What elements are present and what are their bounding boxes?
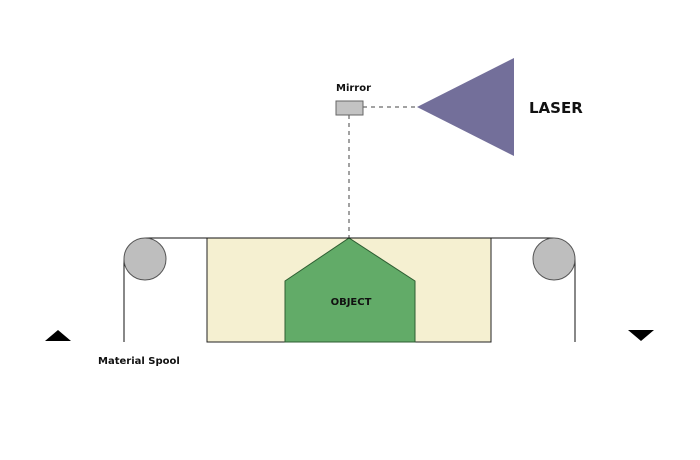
material-spool-label: Material Spool <box>98 356 180 367</box>
left-roller <box>123 237 167 281</box>
object-shape <box>284 237 416 343</box>
mirror-label: Mirror <box>336 83 371 94</box>
object-label: OBJECT <box>331 297 372 308</box>
laser-label: LASER <box>529 99 583 117</box>
mirror <box>335 100 364 116</box>
arrow-up-icon <box>45 330 71 341</box>
right-roller <box>532 237 576 281</box>
laser-emitter <box>417 58 514 156</box>
arrow-down-icon <box>628 330 654 341</box>
